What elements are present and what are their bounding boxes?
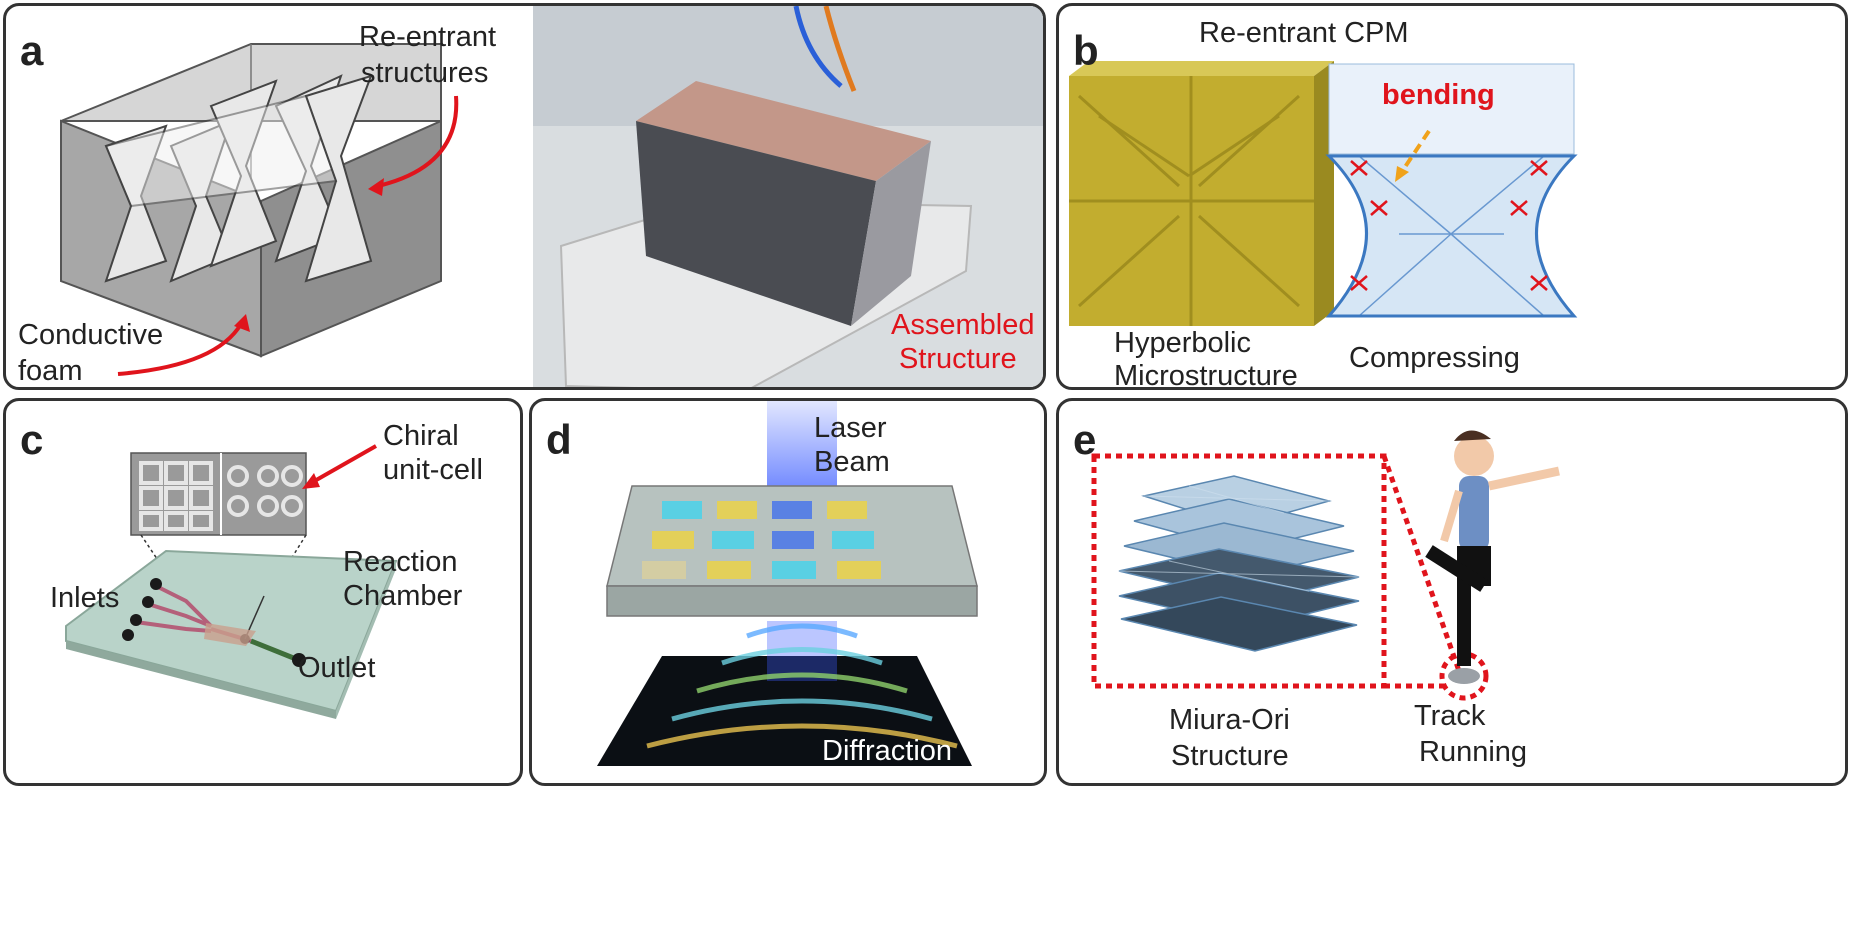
assembled-label-line2: Structure [899,343,1017,375]
panel-d-letter: d [546,416,572,463]
photo-block-side [851,141,931,326]
miura-selection-box [1091,453,1387,689]
track-label-line2: Running [1419,736,1528,768]
diffraction-rings [646,623,958,749]
photo-block-top [636,81,931,181]
panel-d: d Laser Beam Diffraction [529,398,1047,786]
panel-b-graphics [1069,61,1578,326]
track-label-line1: Track [1414,700,1486,732]
panel-a-letter: a [20,27,44,74]
foam-arrow [117,322,243,376]
metasurface-cells [642,501,881,579]
miura-label-line2: Structure [1171,740,1289,772]
miura-ori-stack [1118,475,1360,652]
laser-label-line1: Laser [814,412,887,444]
chiral-label-line1: Chiral [383,420,459,452]
diffraction-label: Diffraction [822,735,953,767]
chiral-arrow [310,444,377,485]
assembled-label-line1: Assembled [891,309,1035,341]
outlet-label: Outlet [298,652,376,684]
reentrant-arrow [377,95,459,188]
inlets-label: Inlets [50,582,120,614]
panel-e-letter: e [1073,416,1097,463]
panel-a: a Re-entrant structures Conductive foam … [3,3,1046,390]
foam-label-line2: foam [18,355,83,387]
photo-block-front [636,121,876,326]
panel-e-graphics [1091,430,1560,701]
panel-c-letter: c [20,416,44,463]
lattice-upper [1328,63,1575,155]
inlet-ports [122,578,162,641]
outlet-port [292,653,306,667]
bending-arrow [1397,129,1431,178]
panel-e: e Miura-Ori Structure Track Running [1056,398,1848,786]
panel-b-letter: b [1073,27,1099,74]
panel-a-graphics [60,6,1043,387]
reentrant-plates [104,74,373,283]
sem-inset [130,452,307,536]
panel-d-graphics [597,401,978,766]
panel-b-title: Re-entrant CPM [1199,17,1409,49]
hyperbolic-label-line2: Microstructure [1114,360,1298,390]
foam-label-line1: Conductive [18,319,164,351]
reentrant-label-line2: structures [361,57,489,89]
reentrant-label-line1: Re-entrant [359,21,497,53]
panel-b: b Re-entrant CPM bending Hyperbolic Micr… [1056,3,1848,390]
hyperbolic-label-line1: Hyperbolic [1114,327,1251,359]
reaction-label-line2: Chamber [343,580,463,612]
panel-c: c Chiral unit-cell Reaction Chamber Inle… [3,398,523,786]
runner-figure [1425,430,1560,684]
panel-c-graphics [65,444,398,719]
reaction-label-line1: Reaction [343,546,458,578]
compressing-label: Compressing [1349,342,1520,374]
bending-markers [1350,160,1548,291]
lattice-hourglass [1325,154,1578,318]
miura-label-line1: Miura-Ori [1169,704,1290,736]
laser-label-line2: Beam [814,446,890,478]
bending-label: bending [1382,79,1495,111]
chiral-label-line2: unit-cell [383,454,483,486]
